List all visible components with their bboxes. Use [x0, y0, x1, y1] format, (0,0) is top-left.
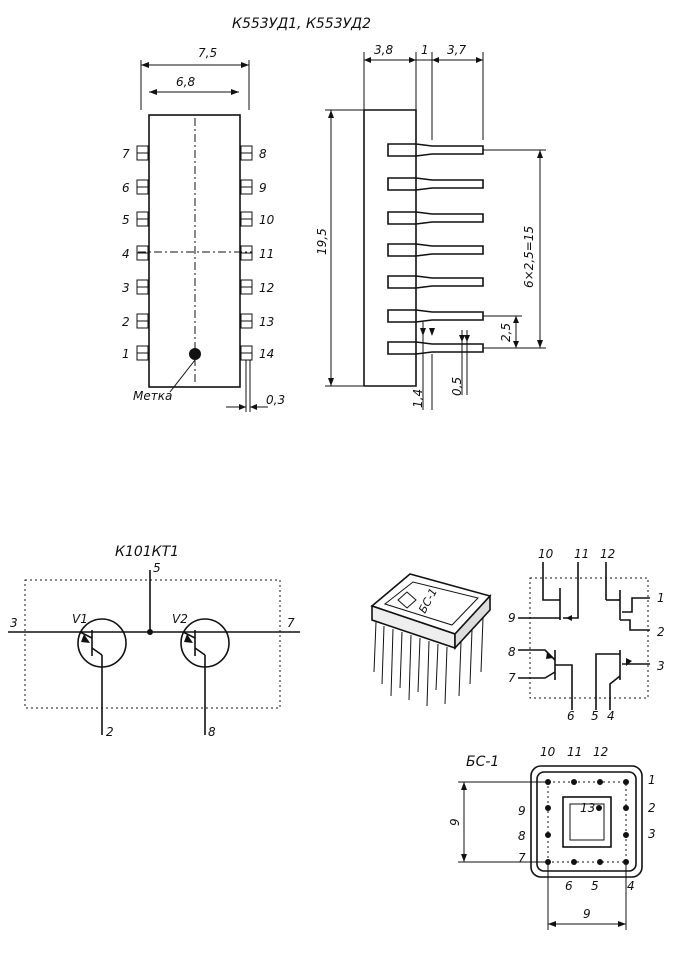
pinout-pin-3: 3 — [657, 659, 665, 673]
dip-pin-label-6: 6 — [122, 181, 130, 195]
bs-title: БС-1 — [466, 754, 499, 770]
kt-pin-3: 3 — [10, 616, 18, 630]
dim-side-height: 19,5 — [315, 228, 329, 255]
dim-body-width: 6,8 — [176, 75, 195, 89]
dip-pin-label-10: 10 — [259, 213, 275, 227]
bs-top-pin-10: 10 — [540, 745, 556, 759]
dip-pin-label-4: 4 — [122, 247, 130, 261]
top-title: К553УД1, К553УД2 — [232, 16, 371, 32]
kt-frame — [24, 579, 281, 709]
dip-pin-label-7: 7 — [122, 147, 130, 161]
bs-left-pin-9: 9 — [518, 804, 526, 818]
kt-title: К101КТ1 — [115, 544, 179, 560]
dip-pin-label-11: 11 — [259, 247, 274, 261]
bs-bottom-pin-4: 4 — [627, 879, 635, 893]
dip-pin-label-9: 9 — [259, 181, 267, 195]
dip-pin-label-12: 12 — [259, 281, 274, 295]
bs-outer-frame — [530, 765, 643, 878]
bs-dim-vertical: 9 — [448, 818, 462, 826]
pinout-pin-9: 9 — [508, 611, 516, 625]
dim-pitch: 2,5 — [499, 323, 513, 342]
transistor-v2 — [180, 618, 230, 735]
transistor-v1 — [77, 618, 127, 735]
marker-label: Метка — [133, 389, 172, 403]
bs-dim-horizontal: 9 — [583, 907, 591, 921]
bs-left-pin-7: 7 — [518, 851, 526, 865]
pinout-schematic: 10 11 12 1 2 3 9 8 7 6 5 4 — [508, 547, 665, 723]
bs-top-pin-12: 12 — [593, 745, 608, 759]
dim-side-b: 1 — [421, 43, 429, 57]
bs-right-pin-1: 1 — [648, 773, 656, 787]
kt-v2-label: V2 — [172, 612, 188, 626]
pinout-pin-8: 8 — [508, 645, 516, 659]
dip-pin-label-3: 3 — [122, 281, 130, 295]
dip-left-pins — [136, 145, 149, 361]
kt-pin-8: 8 — [208, 725, 216, 739]
bs-pin-dots — [545, 779, 629, 865]
dip-side-view: 3,8 1 3,7 19,5 — [315, 43, 546, 410]
bs-center-pin: 13 — [580, 801, 595, 815]
pinout-pin-6: 6 — [567, 709, 575, 723]
bs1-package-view: БС-1 10 11 12 13 1 2 3 9 8 — [448, 745, 656, 930]
pinout-pin-7: 7 — [508, 671, 516, 685]
dim-side-a: 3,8 — [374, 43, 393, 57]
bs-bottom-pin-6: 6 — [565, 879, 573, 893]
dim-lead-width: 1,4 — [411, 389, 425, 408]
kt-pin-7: 7 — [287, 616, 295, 630]
kt-schematic: К101КТ1 5 3 7 V1 2 V2 — [8, 544, 300, 739]
bs-pin-grid — [547, 781, 627, 863]
dim-outer-width: 7,5 — [198, 46, 217, 60]
dim-side-c: 3,7 — [447, 43, 466, 57]
dip-right-pins — [240, 145, 253, 361]
bs-center-pad — [562, 796, 612, 848]
pinout-pin-11: 11 — [574, 547, 589, 561]
pinout-pin-1: 1 — [657, 591, 665, 605]
key-marker-dot — [189, 348, 201, 360]
pinout-frame — [529, 577, 649, 699]
kt-pin-2: 2 — [106, 725, 114, 739]
dip-pin-label-2: 2 — [122, 315, 130, 329]
side-leads — [387, 143, 484, 355]
pinout-pin-2: 2 — [657, 625, 665, 639]
kt-v1-label: V1 — [72, 612, 88, 626]
bs-left-pin-8: 8 — [518, 829, 526, 843]
pinout-pin-4: 4 — [607, 709, 615, 723]
dim-pitch-total: 6×2,5=15 — [522, 226, 536, 288]
dim-lead-thickness: 0,5 — [450, 377, 464, 396]
bs-right-pin-2: 2 — [648, 801, 656, 815]
dip-pin-label-13: 13 — [259, 315, 274, 329]
dip-body — [148, 114, 241, 388]
package-3d-illustration: БС-1 — [370, 573, 492, 707]
dim-lead: 0,3 — [266, 393, 285, 407]
bs-right-pin-3: 3 — [648, 827, 656, 841]
pinout-pin-10: 10 — [538, 547, 554, 561]
bs-inner-frame — [536, 771, 637, 872]
pinout-pin-12: 12 — [600, 547, 615, 561]
dip-pin-label-1: 1 — [122, 347, 130, 361]
bs-top-pin-11: 11 — [567, 745, 582, 759]
dip-top-view: 7,5 6,8 7 6 5 4 3 2 1 — [122, 46, 285, 412]
pinout-pin-5: 5 — [591, 709, 599, 723]
kt-pin-5: 5 — [153, 561, 161, 575]
bs-bottom-pin-5: 5 — [591, 879, 599, 893]
dip-pin-label-8: 8 — [259, 147, 267, 161]
dip-pin-label-14: 14 — [259, 347, 274, 361]
dip-pin-label-5: 5 — [122, 213, 130, 227]
